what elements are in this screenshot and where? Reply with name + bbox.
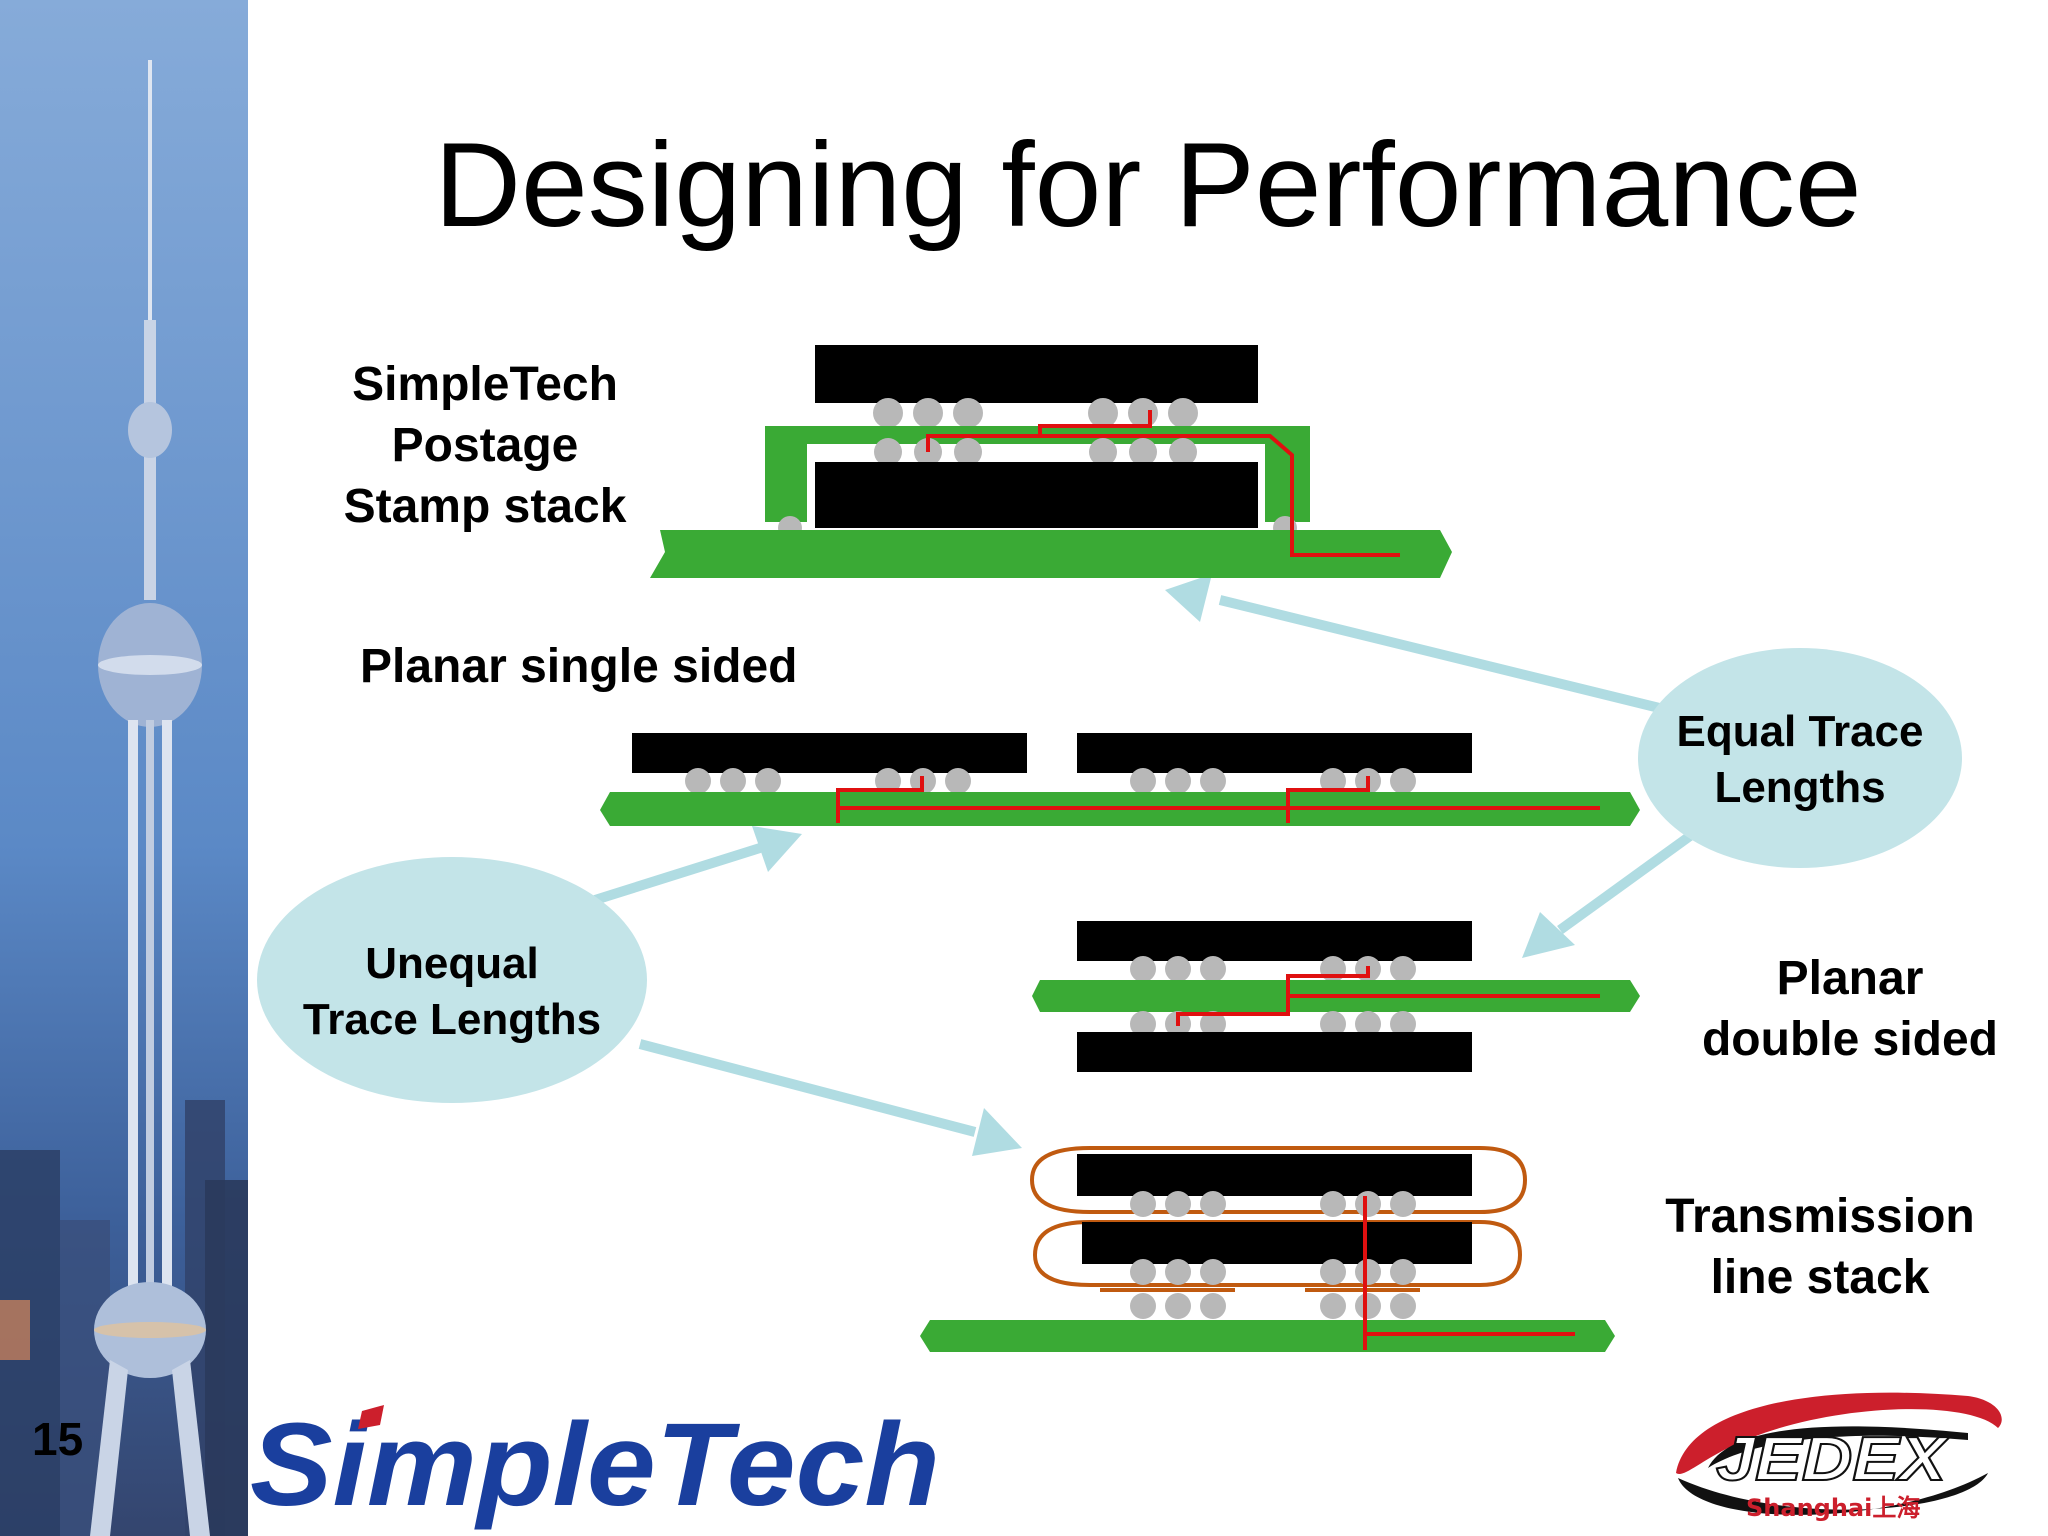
label-postage-line-1: SimpleTech (352, 358, 618, 411)
label-postage-line-3: Stamp stack (343, 480, 627, 533)
unequal-trace-callout-text: Unequal Trace Lengths (272, 936, 632, 1048)
postage-stamp-stack-drawing (650, 345, 1452, 578)
equal-trace-callout-bubble (1638, 648, 1962, 868)
tower-photo-image (0, 0, 248, 1536)
slide-title: Designing for Performance (434, 118, 1862, 252)
label-postage-stamp-stack: SimpleTech Postage Stamp stack (330, 354, 640, 537)
unequal-trace-line-1: Unequal (365, 939, 539, 988)
equal-trace-line-2: Lengths (1714, 763, 1886, 812)
planar-double-sided-drawing (1032, 921, 1640, 1072)
simpletech-logo-text: SimpleTech (250, 1399, 940, 1531)
sidebar-photo (0, 0, 248, 1536)
label-planar-double-line-1: Planar (1776, 952, 1924, 1005)
simpletech-logo-red-dot (358, 1405, 384, 1429)
equal-trace-line-1: Equal Trace (1676, 707, 1924, 756)
jedex-logo-text: JEDEX (1716, 1425, 1950, 1494)
label-planar-single-sided: Planar single sided (360, 640, 798, 693)
simpletech-logo: SimpleTech (250, 1399, 940, 1531)
callout-arrows (593, 574, 1702, 1156)
label-transmission-line-2: line stack (1710, 1251, 1930, 1304)
jedex-shanghai-logo: JEDEX Shanghai上海 (1676, 1392, 2002, 1522)
arrow-head-to-transmission-stack (972, 1108, 1022, 1156)
slide-number: 15 (32, 1413, 84, 1465)
unequal-trace-line-2: Trace Lengths (302, 995, 602, 1044)
label-planar-double-line-2: double sided (1701, 1013, 1998, 1066)
equal-trace-callout-text: Equal Trace Lengths (1640, 704, 1960, 816)
label-transmission-line-1: Transmission (1665, 1190, 1975, 1243)
arrow-head-to-postage-stack (1165, 574, 1212, 622)
planar-single-sided-drawing (600, 733, 1640, 826)
label-postage-line-2: Postage (391, 419, 579, 472)
label-planar-double-sided: Planar double sided (1680, 948, 2020, 1070)
transmission-line-stack-drawing (920, 1146, 1615, 1352)
arrow-head-to-planar-single (752, 826, 802, 872)
jedex-logo-subtext: Shanghai上海 (1746, 1494, 1920, 1522)
unequal-trace-callout-bubble (257, 857, 647, 1103)
arrow-head-to-planar-double (1522, 912, 1575, 958)
label-transmission-line-stack: Transmission line stack (1640, 1186, 2000, 1308)
